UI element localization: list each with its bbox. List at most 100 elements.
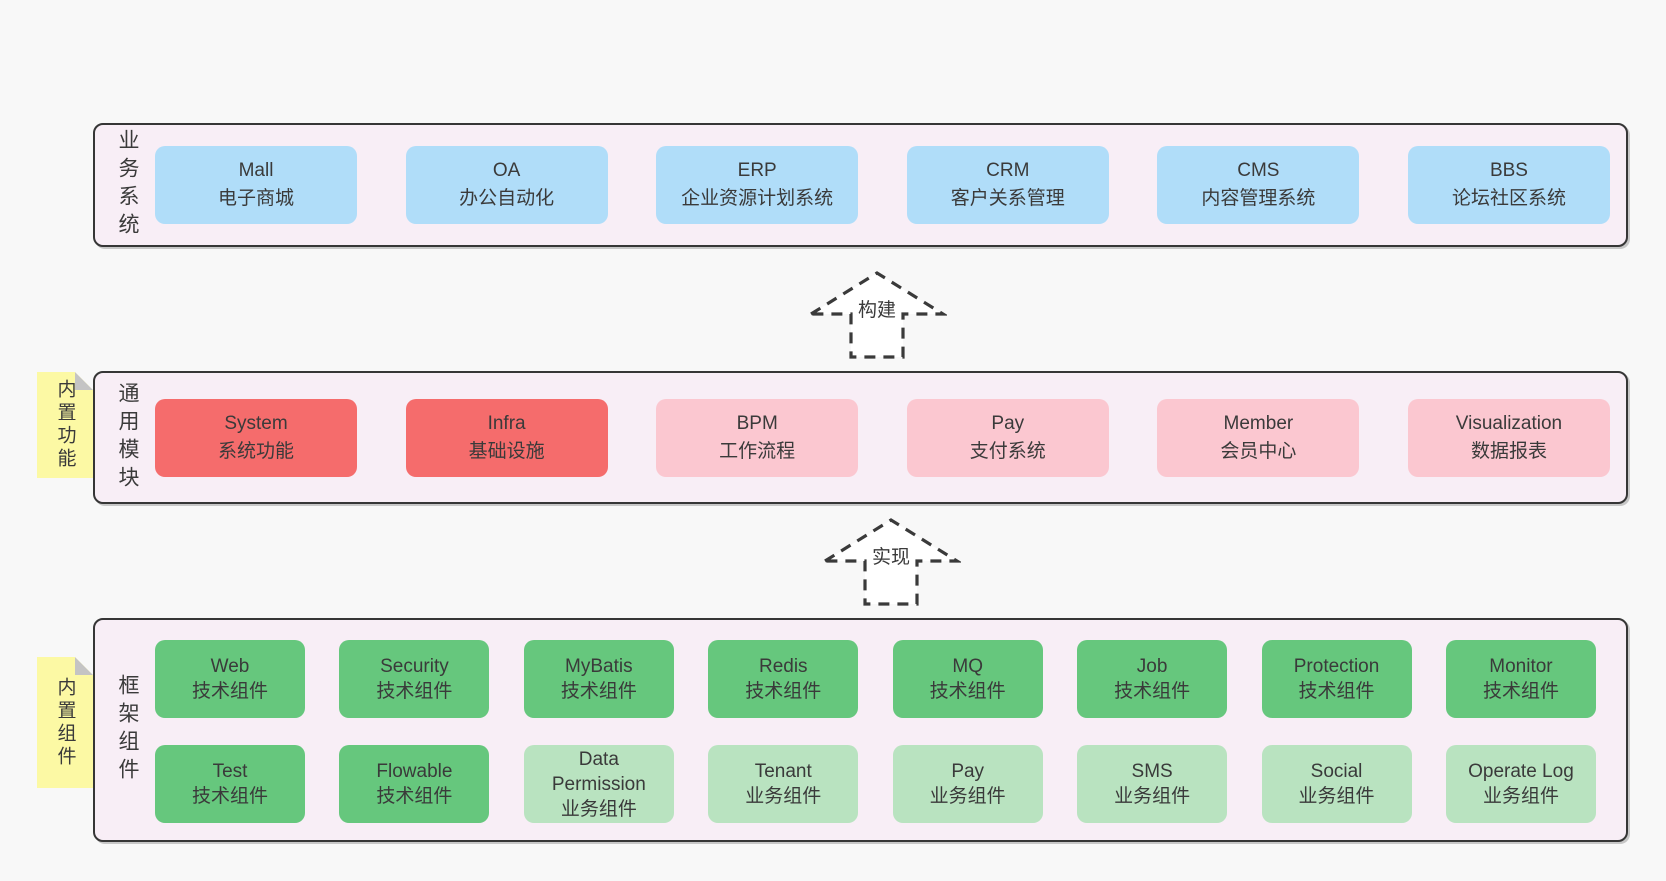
box-subtitle: 会员中心: [1220, 440, 1297, 462]
box-title: Redis: [758, 656, 808, 677]
box-subtitle: 系统功能: [217, 440, 294, 462]
tab-built-in-components: 内置组件: [37, 657, 93, 788]
box-subtitle: 技术组件: [1114, 681, 1191, 702]
box-subtitle: 技术组件: [376, 681, 453, 702]
box-title: Flowable: [376, 761, 453, 782]
box-subtitle: 工作流程: [719, 440, 796, 462]
box-mybatis: MyBatis 技术组件: [523, 640, 674, 718]
box-row-business: Mall 电子商城 OA 办公自动化 ERP 企业资源计划系统 CRM 客户关系管理 CMS 内容…: [155, 146, 1610, 224]
box-subtitle: 业务组件: [1114, 786, 1191, 807]
box-pay: Pay 业务组件: [892, 745, 1043, 823]
box-title: Pay: [951, 761, 985, 782]
box-subtitle: 业务组件: [560, 798, 637, 820]
arrow-build: 构建: [807, 270, 947, 360]
box-social: Social 业务组件: [1261, 745, 1412, 823]
box-security: Security 技术组件: [339, 640, 490, 718]
box-bpm: BPM 工作流程: [656, 398, 859, 477]
box-title: Infra: [487, 412, 526, 434]
box-redis: Redis 技术组件: [708, 640, 859, 718]
box-row-modules: System 系统功能 Infra 基础设施 BPM 工作流程 Pay 支付系统 Member 会…: [155, 398, 1610, 477]
box-job: Job 技术组件: [1077, 640, 1228, 718]
arrow-implement-label: 实现: [868, 541, 914, 570]
box-erp: ERP 企业资源计划系统: [656, 146, 859, 224]
box-title: CMS: [1237, 160, 1280, 181]
box-subtitle: 基础设施: [468, 440, 545, 462]
box-subtitle: 技术组件: [1298, 681, 1375, 702]
box-subtitle: 技术组件: [745, 681, 822, 702]
box-title: Monitor: [1489, 656, 1553, 677]
box-subtitle: 业务组件: [1298, 786, 1375, 807]
box-title: MyBatis: [565, 656, 633, 677]
box-title: System: [224, 412, 288, 434]
box-subtitle: 业务组件: [929, 786, 1006, 807]
box-subtitle: 客户关系管理: [950, 188, 1065, 209]
box-visualization: Visualization 数据报表: [1407, 398, 1610, 477]
box-title: Tenant: [754, 761, 812, 782]
box-member: Member 会员中心: [1157, 398, 1360, 477]
box-title: Pay: [991, 412, 1025, 434]
box-title: BBS: [1489, 160, 1528, 181]
box-title: Test: [212, 761, 248, 782]
box-test: Test 技术组件: [155, 745, 305, 823]
box-bbs: BBS 论坛社区系统: [1407, 146, 1610, 224]
box-title: Web: [210, 656, 250, 677]
folded-corner-icon: [75, 372, 93, 390]
box-subtitle: 电子商城: [217, 188, 294, 209]
box-row-biz-components: Test 技术组件 Flowable 技术组件 Data Permission 业务组件 T…: [155, 745, 1596, 823]
box-oa: OA 办公自动化: [405, 146, 608, 224]
box-web: Web 技术组件: [155, 640, 305, 718]
box-title: CRM: [986, 160, 1030, 181]
arrow-build-label: 构建: [854, 294, 900, 323]
box-title: Job: [1136, 656, 1168, 677]
tab-built-in-features: 内置功能: [37, 372, 93, 478]
box-subtitle: 论坛社区系统: [1451, 188, 1566, 209]
box-title: Social: [1310, 761, 1363, 782]
arrow-implement: 实现: [821, 517, 961, 607]
layer-label-framework-components: 框架组件: [116, 674, 139, 786]
box-subtitle: 数据报表: [1470, 440, 1547, 462]
box-cms: CMS 内容管理系统: [1157, 146, 1360, 224]
box-title: SMS: [1131, 761, 1173, 782]
box-data-permission: Data Permission 业务组件: [523, 745, 674, 823]
tab-built-in-components-label: 内置组件: [54, 676, 76, 769]
folded-corner-icon: [75, 657, 93, 675]
box-subtitle: 技术组件: [191, 786, 268, 807]
box-title: Visualization: [1455, 412, 1563, 434]
box-mq: MQ 技术组件: [892, 640, 1043, 718]
box-monitor: Monitor 技术组件: [1445, 640, 1596, 718]
box-title: OA: [492, 160, 521, 181]
box-title: Protection: [1293, 656, 1380, 677]
box-title: ERP: [737, 160, 777, 181]
box-sms: SMS 业务组件: [1077, 745, 1228, 823]
box-subtitle: 技术组件: [1482, 681, 1559, 702]
box-subtitle: 技术组件: [376, 786, 453, 807]
box-subtitle: 技术组件: [560, 681, 637, 702]
tab-built-in-features-label: 内置功能: [54, 379, 76, 471]
layer-label-common-modules: 通用模块: [116, 381, 139, 494]
box-subtitle: 技术组件: [929, 681, 1006, 702]
box-subtitle: 支付系统: [969, 440, 1046, 462]
box-subtitle: 内容管理系统: [1201, 188, 1316, 209]
box-title: Mall: [238, 160, 274, 181]
box-subtitle: 技术组件: [191, 681, 268, 702]
box-protection: Protection 技术组件: [1261, 640, 1412, 718]
box-subtitle: 办公自动化: [459, 188, 555, 209]
box-title: Data Permission: [551, 748, 646, 795]
box-system: System 系统功能: [155, 398, 357, 477]
box-title: Member: [1223, 412, 1294, 434]
box-subtitle: 企业资源计划系统: [681, 188, 834, 209]
box-crm: CRM 客户关系管理: [906, 146, 1109, 224]
box-title: MQ: [952, 656, 983, 677]
box-title: Operate Log: [1468, 761, 1574, 782]
layer-common-modules: 通用模块 System 系统功能 Infra 基础设施 BPM 工作流程 Pay 支付系统 Me…: [93, 371, 1628, 504]
box-title: BPM: [736, 412, 778, 434]
box-pay: Pay 支付系统: [906, 398, 1109, 477]
box-title: Security: [380, 656, 449, 677]
box-infra: Infra 基础设施: [405, 398, 608, 477]
